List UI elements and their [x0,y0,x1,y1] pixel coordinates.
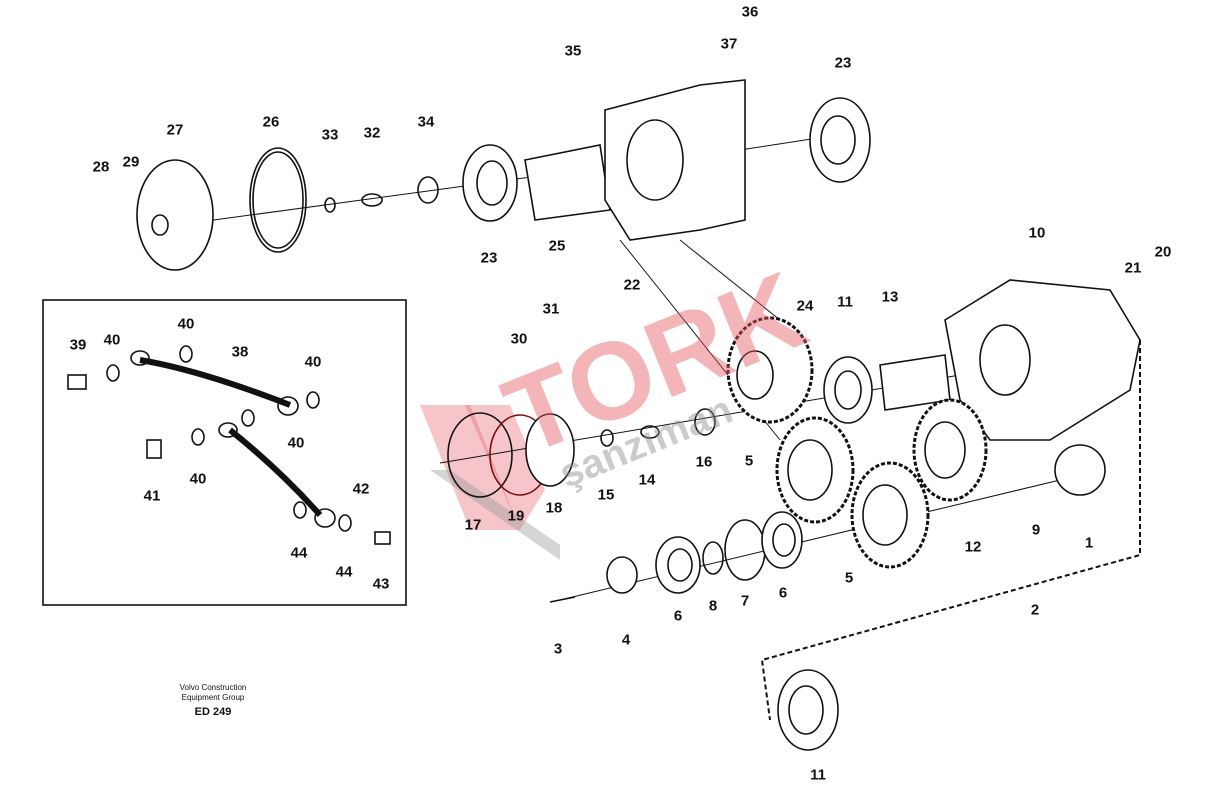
callout-23: 23 [834,54,852,72]
callout-37: 37 [720,35,738,53]
callout-25: 25 [548,237,566,255]
callout-36: 36 [741,3,759,21]
callout-19: 19 [507,507,525,525]
callout-11: 11 [810,766,826,784]
callout-3: 3 [553,640,563,658]
callout-2: 2 [1030,601,1040,619]
callout-40: 40 [177,315,195,333]
callout-1: 1 [1084,534,1094,552]
callout-20: 20 [1154,243,1172,261]
callout-9: 9 [1031,521,1041,539]
callout-24: 24 [796,297,814,315]
callout-35: 35 [564,42,582,60]
callout-11: 11 [837,293,853,311]
callout-44: 44 [290,544,308,562]
callout-22: 22 [623,276,641,294]
callout-28: 28 [92,158,110,176]
callout-40: 40 [103,331,121,349]
callout-16: 16 [695,453,713,471]
callout-43: 43 [372,575,390,593]
callout-40: 40 [189,470,207,488]
housing-part [604,79,746,241]
callout-33: 33 [321,126,339,144]
callout-8: 8 [708,597,718,615]
callout-4: 4 [621,631,631,649]
callout-27: 27 [166,121,184,139]
callout-34: 34 [417,113,435,131]
callout-40: 40 [287,434,305,452]
callout-17: 17 [464,516,482,534]
callout-21: 21 [1124,259,1142,277]
callout-5: 5 [744,452,754,470]
callout-6: 6 [778,584,788,602]
callout-10: 10 [1028,224,1046,242]
callout-40: 40 [304,353,322,371]
callout-18: 18 [545,499,563,517]
callout-15: 15 [597,486,615,504]
watermark-logo [420,405,560,560]
callout-39: 39 [69,336,87,354]
callout-14: 14 [638,471,656,489]
callout-38: 38 [231,343,249,361]
footer-company-line2: Equipment Group [181,693,245,702]
cover-part [136,159,214,271]
footer-code: ED 249 [194,706,232,718]
callout-7: 7 [740,592,750,610]
callout-41: 41 [143,487,161,505]
callout-23: 23 [480,249,498,267]
callout-13: 13 [881,288,899,306]
callout-6: 6 [673,607,683,625]
callout-26: 26 [262,113,280,131]
callout-42: 42 [352,480,370,498]
callout-5: 5 [844,569,854,587]
inset-frame [42,299,407,606]
callout-31: 31 [542,300,560,318]
footer-company-line1: Volvo Construction [179,683,247,692]
callout-30: 30 [510,330,528,348]
callout-32: 32 [363,124,381,142]
o-ring-part [249,147,307,253]
callout-29: 29 [122,153,140,171]
callout-44: 44 [335,563,353,581]
callout-12: 12 [964,538,982,556]
